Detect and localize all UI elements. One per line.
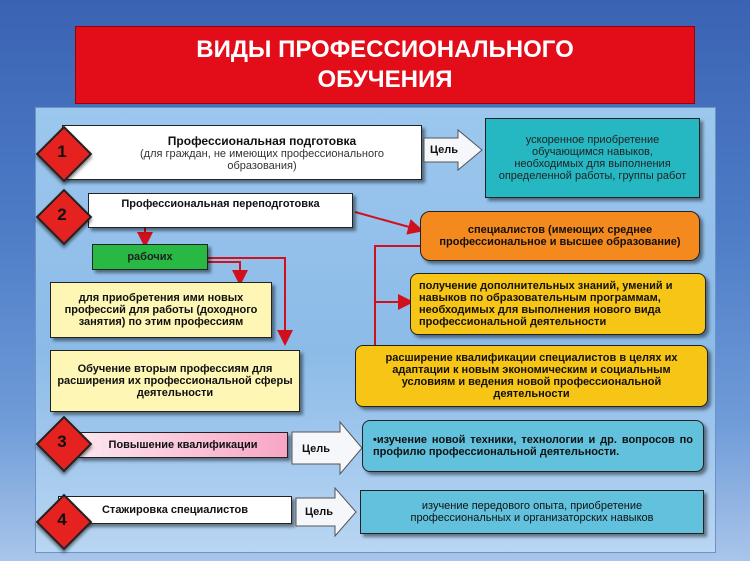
section-1-sub1: (для граждан, не имеющих профессионально… bbox=[140, 147, 384, 160]
connector-workers-branch bbox=[208, 257, 293, 346]
section-1-goal: ускоренное приобретение обучающимся навы… bbox=[485, 118, 700, 198]
section-4-box: Стажировка специалистов bbox=[58, 496, 292, 524]
section-2-number: 2 bbox=[57, 205, 67, 224]
specialists-goal-1: получение дополнительных знаний, умений … bbox=[410, 273, 706, 335]
goal-label-1: Цель bbox=[430, 144, 459, 156]
title-line-2: ОБУЧЕНИЯ bbox=[317, 66, 453, 93]
connector-workers-goal1 bbox=[208, 261, 248, 286]
specialists-goal-1-text: получение дополнительных знаний, умений … bbox=[419, 280, 673, 328]
section-4-number: 4 bbox=[57, 510, 67, 529]
workers-goal-1: для приобретения ими новых профессий для… bbox=[50, 282, 272, 338]
section-2-box: Профессиональная переподготовка bbox=[88, 193, 353, 228]
workers-text: рабочих bbox=[127, 251, 173, 263]
connector-to-specialists bbox=[354, 211, 424, 235]
title-line-1: ВИДЫ ПРОФЕССИОНАЛЬНОГО bbox=[196, 36, 574, 63]
workers-goal-1-text: для приобретения ими новых профессий для… bbox=[64, 292, 258, 328]
specialists-text: специалистов (имеющих среднее профессион… bbox=[439, 224, 681, 248]
goal-label-3: Цель bbox=[302, 443, 331, 455]
section-4-goal: изучение передового опыта, приобретение … bbox=[360, 490, 704, 534]
section-1-sub2: образования) bbox=[227, 159, 297, 172]
goal-label-4: Цель bbox=[305, 506, 334, 518]
section-2-name: Профессиональная переподготовка bbox=[121, 198, 320, 210]
specialists-goal-2: расширение квалификации специалистов в ц… bbox=[355, 345, 708, 407]
section-3-goal-text: •изучение новой техники, технологии и др… bbox=[373, 434, 693, 458]
section-4-name: Стажировка специалистов bbox=[101, 504, 248, 516]
section-3-box: Повышение квалификации bbox=[78, 432, 288, 458]
workers-box: рабочих bbox=[92, 244, 208, 270]
specialists-goal-2-text: расширение квалификации специалистов в ц… bbox=[385, 352, 678, 400]
section-3-number: 3 bbox=[57, 432, 67, 451]
page-title: ВИДЫ ПРОФЕССИОНАЛЬНОГО ОБУЧЕНИЯ bbox=[75, 26, 695, 104]
specialists-box: специалистов (имеющих среднее профессион… bbox=[420, 211, 700, 261]
section-3-name: Повышение квалификации bbox=[108, 439, 258, 451]
section-1-box: Профессиональная подготовка (для граждан… bbox=[62, 125, 422, 180]
workers-goal-2-text: Обучение вторым профессиям для расширени… bbox=[57, 363, 293, 399]
section-1-number: 1 bbox=[57, 142, 67, 161]
section-3-goal: •изучение новой техники, технологии и др… bbox=[362, 420, 704, 472]
workers-goal-2: Обучение вторым профессиям для расширени… bbox=[50, 350, 300, 412]
section-1-goal-text: ускоренное приобретение обучающимся навы… bbox=[498, 134, 687, 182]
section-4-goal-text: изучение передового опыта, приобретение … bbox=[410, 500, 654, 524]
section-1-name: Профессиональная подготовка bbox=[167, 133, 357, 148]
